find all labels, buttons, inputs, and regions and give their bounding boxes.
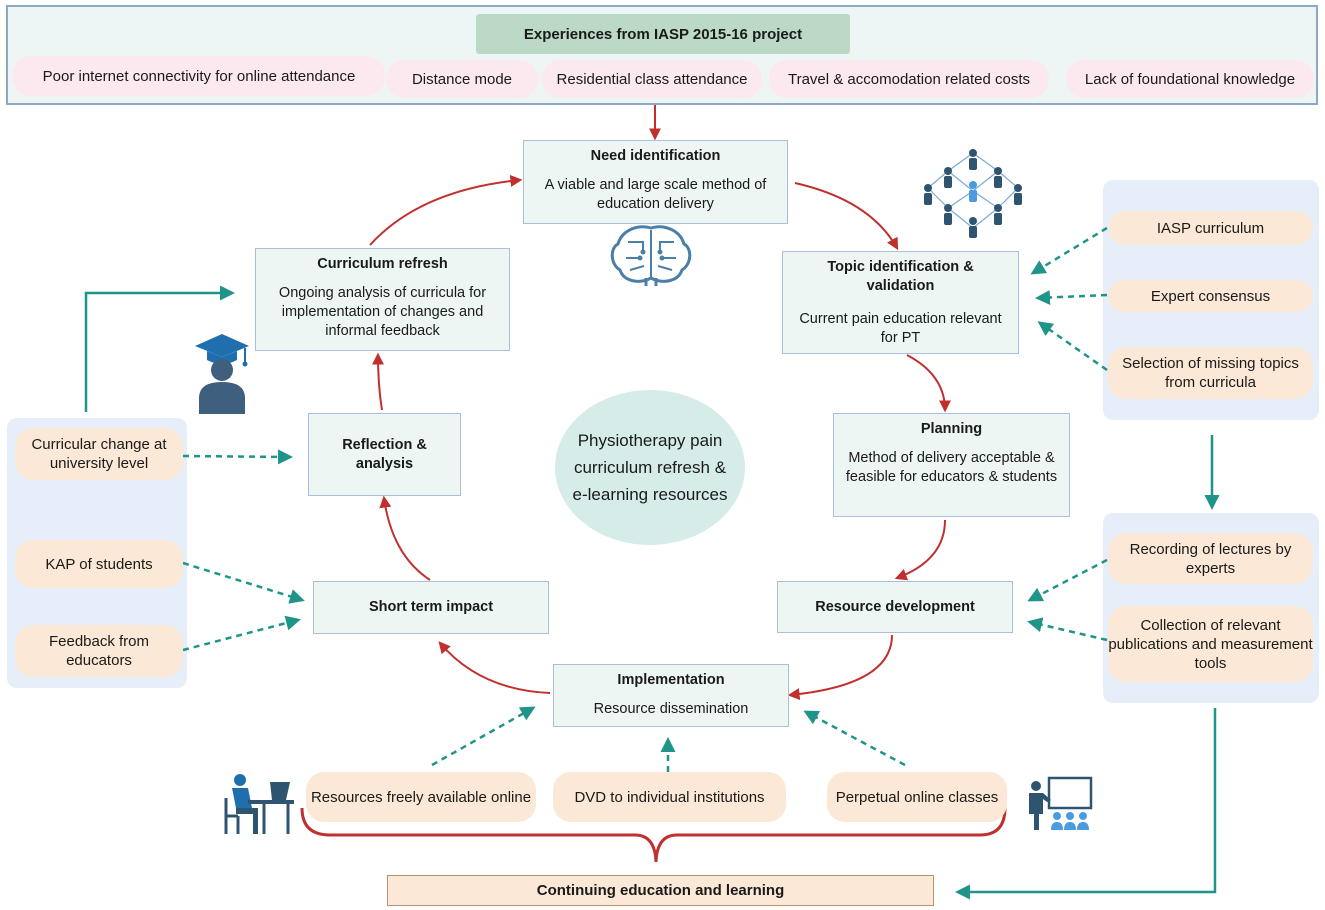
- left-input-item: KAP of students: [15, 540, 183, 588]
- bottom-input-item: Resources freely available online: [306, 772, 536, 822]
- implementation-title: Implementation: [617, 672, 725, 688]
- need-identification-box: Need identification A viable and large s…: [523, 140, 788, 224]
- center-text: Physiotherapy pain curriculum refresh & …: [572, 431, 728, 504]
- right-input-item: IASP curriculum: [1108, 211, 1313, 245]
- left-input-item: Curricular change at university level: [15, 428, 183, 480]
- topic-identification-box: Topic identification & validation Curren…: [782, 251, 1019, 354]
- right-input-item: Recording of lectures by experts: [1108, 533, 1313, 584]
- continuing-education-bar: Continuing education and learning: [387, 875, 934, 906]
- short-term-impact-box: Short term impact: [313, 581, 549, 634]
- experience-item: Distance mode: [386, 60, 538, 98]
- right-input-item: Collection of relevant publications and …: [1108, 606, 1313, 682]
- curriculum-text: Ongoing analysis of curricula for implem…: [278, 285, 487, 339]
- planning-box: Planning Method of delivery acceptable &…: [833, 413, 1070, 517]
- implementation-text: Resource dissemination: [593, 701, 749, 717]
- curriculum-refresh-box: Curriculum refresh Ongoing analysis of c…: [255, 248, 510, 351]
- experience-item: Poor internet connectivity for online at…: [13, 56, 385, 96]
- need-text: A viable and large scale method of educa…: [544, 177, 767, 212]
- bottom-input-item: Perpetual online classes: [827, 772, 1007, 822]
- topic-text: Current pain education relevant for PT: [799, 311, 1002, 346]
- bottom-input-item: DVD to individual institutions: [553, 772, 786, 822]
- brain-circuit-icon: [610, 225, 692, 286]
- experience-item: Residential class attendance: [542, 60, 762, 98]
- experiences-title: Experiences from IASP 2015-16 project: [476, 14, 850, 54]
- graduate-student-icon: [195, 334, 249, 414]
- resource-development-box: Resource development: [777, 581, 1013, 633]
- center-ellipse: Physiotherapy pain curriculum refresh & …: [555, 390, 745, 545]
- left-input-item: Feedback from educators: [15, 625, 183, 677]
- teacher-board-icon: [1029, 776, 1093, 830]
- right-input-item: Selection of missing topics from curricu…: [1108, 347, 1313, 399]
- reflection-analysis-box: Reflection & analysis: [308, 413, 461, 496]
- brace-connector: [300, 807, 1007, 863]
- experience-item: Travel & accomodation related costs: [769, 60, 1049, 98]
- topic-title: Topic identification & validation: [827, 259, 974, 294]
- right-input-item: Expert consensus: [1108, 280, 1313, 312]
- network-people-icon: [924, 149, 1022, 238]
- planning-text: Method of delivery acceptable & feasible…: [845, 450, 1058, 485]
- experience-item: Lack of foundational knowledge: [1066, 60, 1314, 98]
- implementation-box: Implementation Resource dissemination: [553, 664, 789, 727]
- curriculum-title: Curriculum refresh: [317, 256, 448, 272]
- planning-title: Planning: [920, 421, 983, 437]
- student-at-computer-icon: [224, 774, 294, 834]
- need-title: Need identification: [590, 148, 721, 164]
